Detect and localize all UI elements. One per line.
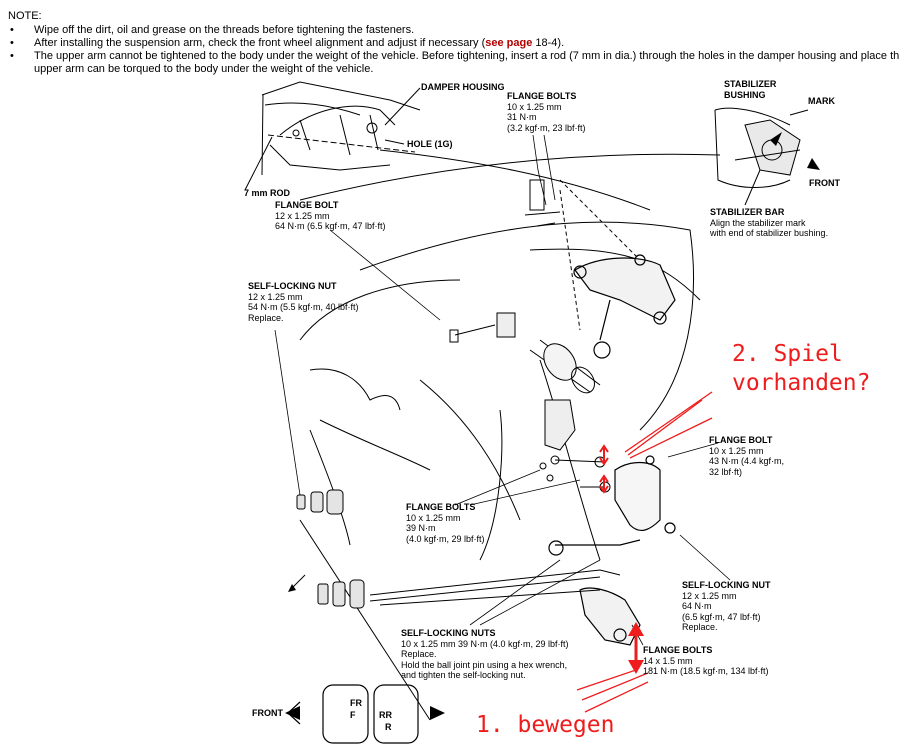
note-list: Wipe off the dirt, oil and grease on the… (8, 24, 908, 76)
drive-shaft (529, 339, 601, 394)
hole-leader (384, 139, 405, 145)
callout-flange-bolt-upper: FLANGE BOLT 12 x 1.25 mm 64 N·m (6.5 kgf… (275, 200, 386, 231)
callout-front-small: FRONT (809, 178, 840, 188)
body-curve-7 (309, 429, 351, 546)
body-curve-4 (299, 519, 431, 721)
annotation-spiel-line2: vorhanden? (732, 370, 871, 396)
knuckle (548, 455, 676, 556)
key-left-arrow (285, 706, 300, 720)
fender-dash-2 (559, 189, 581, 331)
flange-bolts-top-assembly (524, 179, 561, 227)
key-fr-label: FR (350, 698, 362, 708)
rod-line (267, 134, 416, 153)
note-title: NOTE: (8, 10, 42, 22)
body-curve-3 (299, 279, 461, 341)
callout-flange-bolts-bottom: FLANGE BOLTS 14 x 1.5 mm 181 N·m (18.5 k… (643, 645, 769, 676)
body-curve-5 (419, 379, 521, 521)
bushing-group-2 (317, 579, 365, 609)
key-r-label: R (385, 722, 392, 732)
red-annotation-lines (576, 391, 713, 713)
key-right-arrow (430, 706, 445, 720)
callout-damper-housing: DAMPER HOUSING (421, 82, 505, 92)
body-curve-1 (299, 153, 721, 201)
damper-housing-sketch (261, 81, 421, 176)
annotation-bewegen: 1. bewegen (476, 712, 615, 738)
annotation-spiel: 2. Spiel vorhanden? (732, 340, 870, 398)
front-arrow-head (807, 158, 820, 170)
body-curve-2 (359, 221, 694, 431)
note-bullet-2-pre: After installing the suspension arm, che… (34, 37, 486, 49)
callout-self-locking-nut-right: SELF-LOCKING NUT 12 x 1.25 mm 64 N·m (6.… (682, 580, 771, 632)
callout-stabilizer-bar: STABILIZER BAR Align the stabilizer mark… (710, 207, 829, 238)
play-arrow-upper (599, 444, 609, 466)
callout-hole: HOLE (1G) (407, 139, 453, 149)
callout-rod: 7 mm ROD (244, 188, 291, 198)
play-arrow-lower (599, 474, 609, 494)
note-bullet-2-post: 18-4). (532, 37, 565, 49)
fender-dash (559, 179, 641, 261)
body-curve-8 (379, 149, 651, 211)
callout-mark: MARK (808, 96, 835, 106)
key-front-label: FRONT (252, 708, 283, 718)
mark-arrow-head (770, 132, 782, 146)
callout-flange-bolts-mid: FLANGE BOLTS 10 x 1.25 mm 39 N·m (4.0 kg… (406, 502, 485, 544)
stabilizer-inset (714, 107, 809, 206)
lower-arm (579, 587, 641, 646)
body-curve-6 (479, 409, 503, 561)
bushing-group-1 (296, 489, 344, 515)
body-curve-9 (539, 359, 601, 561)
note-block: NOTE: Wipe off the dirt, oil and grease … (8, 10, 908, 76)
callout-self-locking-nuts: SELF-LOCKING NUTS 10 x 1.25 mm 39 N·m (4… (401, 628, 569, 680)
key-rr-label: RR (379, 710, 392, 720)
position-key (287, 684, 443, 744)
move-arrow-up-head (628, 622, 644, 636)
callout-self-locking-nut-left: SELF-LOCKING NUT 12 x 1.25 mm 54 N·m (5.… (248, 281, 359, 323)
key-f-label: F (350, 710, 356, 720)
body-inner (309, 368, 401, 411)
callout-flange-bolt-right: FLANGE BOLT 10 x 1.25 mm 43 N·m (4.4 kgf… (709, 435, 785, 477)
flange-bolt-left (449, 312, 516, 343)
damper-leader (384, 87, 421, 126)
rod-leader (244, 136, 273, 191)
note-bullet-2: After installing the suspension arm, che… (8, 37, 908, 50)
annotation-spiel-line1: 2. Spiel (732, 341, 843, 367)
upper-arm (573, 254, 676, 359)
callout-flange-bolts-top: FLANGE BOLTS 10 x 1.25 mm 31 N·m (3.2 kg… (507, 91, 586, 133)
see-page-link[interactable]: see page (485, 37, 533, 49)
body-inner-2 (319, 419, 431, 471)
move-arrow-down-head (628, 660, 644, 674)
callout-stabilizer-bushing: STABILIZER BUSHING (724, 79, 777, 100)
note-bullet-1: Wipe off the dirt, oil and grease on the… (8, 24, 908, 37)
note-bullet-3: The upper arm cannot be tightened to the… (8, 50, 908, 76)
